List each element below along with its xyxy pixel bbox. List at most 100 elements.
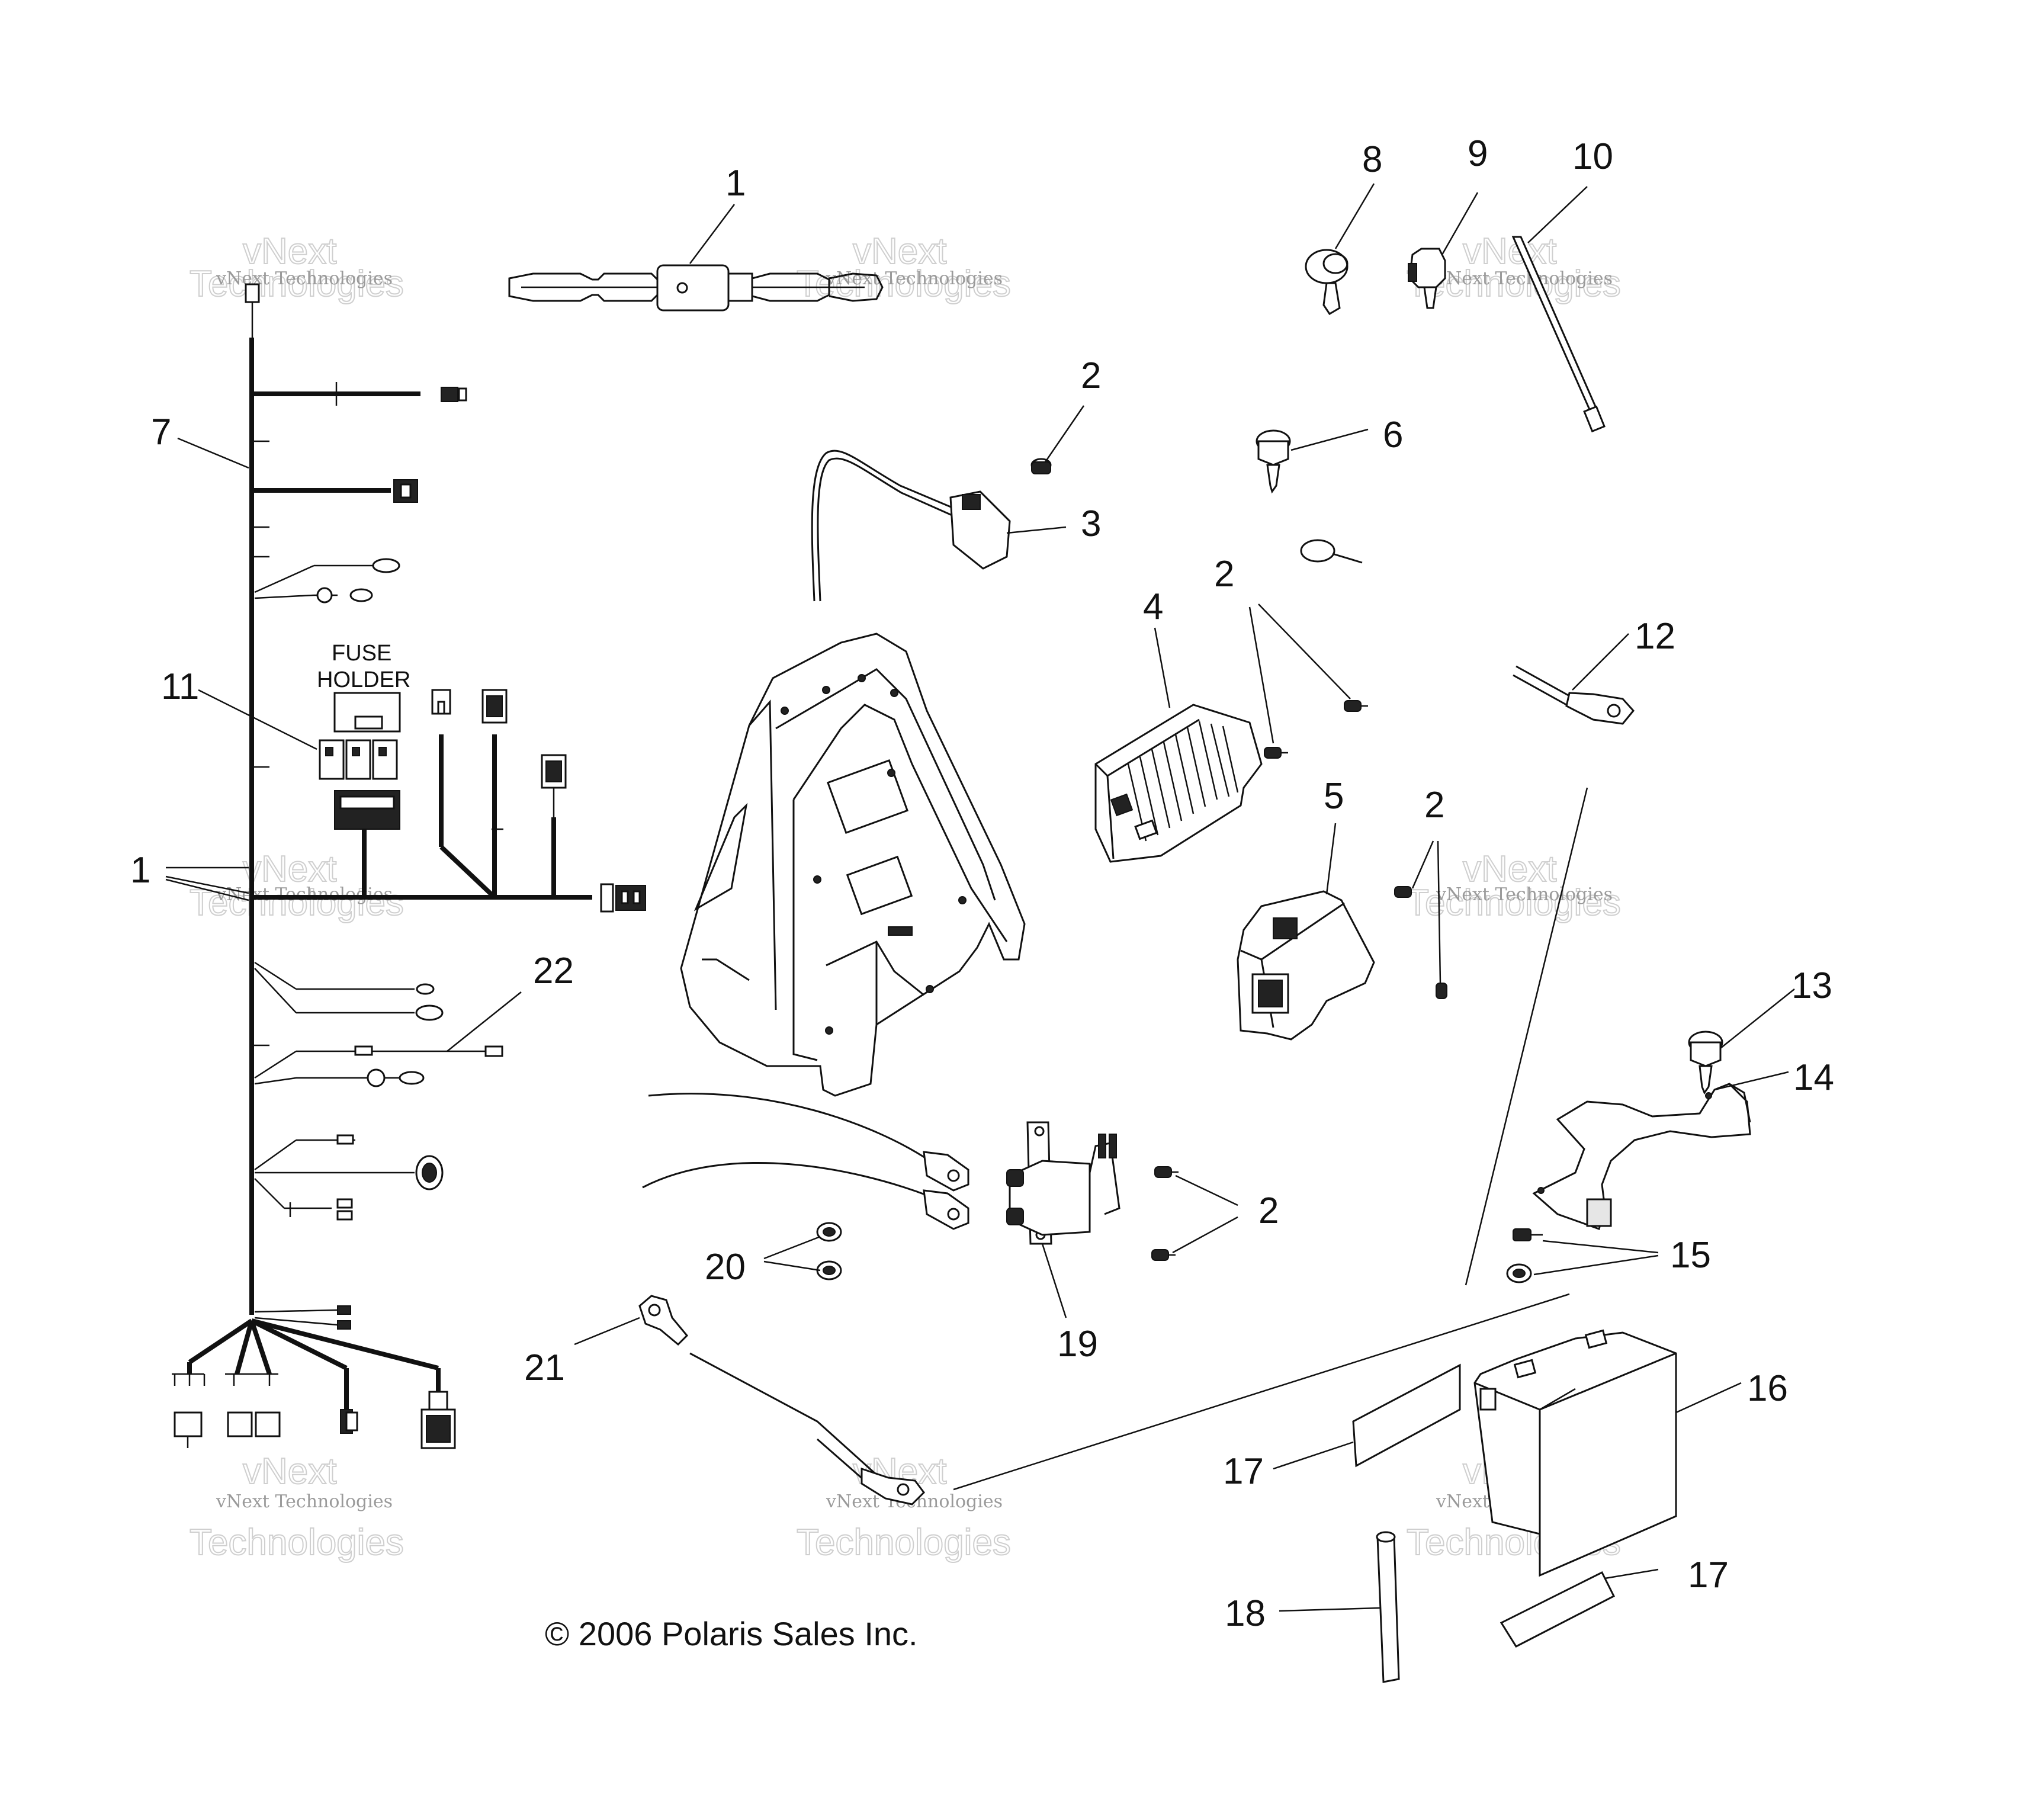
watermark: Technologies vNext Technologies vNext xyxy=(796,230,1012,305)
callout-2-a: 2 xyxy=(1081,355,1101,396)
watermark-text: vNext xyxy=(853,231,946,272)
watermark-text: vNext xyxy=(243,849,336,890)
warning-label-part xyxy=(1500,1571,1616,1648)
leader-line xyxy=(1441,192,1479,255)
solenoid-cables xyxy=(642,1093,969,1230)
watermark-text: vNext Technologies xyxy=(826,268,1003,289)
vent-tube-part xyxy=(1376,1531,1400,1683)
bolt-nut-part xyxy=(1506,1228,1543,1283)
voltage-regulator-part xyxy=(1094,704,1263,863)
leader-line xyxy=(1542,1240,1659,1254)
leader-line xyxy=(165,878,249,901)
leader-line xyxy=(1714,1071,1789,1091)
cdi-box-part xyxy=(1237,890,1375,1041)
warning-label-part xyxy=(1352,1363,1461,1468)
leader-line xyxy=(1279,1607,1380,1612)
battery-cable-part xyxy=(1465,665,1635,1286)
grommet-part xyxy=(1305,249,1349,316)
screw-part xyxy=(1154,1166,1179,1178)
callout-21: 21 xyxy=(524,1347,565,1388)
callout-19: 19 xyxy=(1057,1324,1098,1365)
callout-8: 8 xyxy=(1362,139,1382,180)
watermark-text: Technologies xyxy=(797,1522,1011,1563)
inline-fuse-part xyxy=(508,264,884,312)
watermark: Technologies vNext Technologies vNext xyxy=(189,848,404,924)
leader-line xyxy=(1572,633,1629,691)
wire-harness-part xyxy=(172,283,646,1449)
callout-10: 10 xyxy=(1572,136,1613,177)
leader-line xyxy=(1604,1568,1659,1580)
leader-line xyxy=(1248,606,1274,744)
leader-line xyxy=(1006,526,1067,534)
callout-11: 11 xyxy=(161,666,199,707)
watermark-text: Technologies xyxy=(190,264,404,304)
watermark-text: vNext Technologies xyxy=(1436,884,1613,905)
leader-line xyxy=(763,1235,821,1260)
ring-terminal-part xyxy=(1300,539,1363,564)
watermark: Technologies vNext Technologies vNext xyxy=(189,230,404,305)
leader-line xyxy=(447,991,522,1052)
callout-22: 22 xyxy=(533,951,574,991)
watermark: Technologies vNext Technologies vNext xyxy=(1406,848,1622,924)
bolt-part xyxy=(1256,429,1291,494)
leader-line xyxy=(1273,1441,1354,1470)
clip-part xyxy=(1408,248,1446,309)
leader-line xyxy=(1533,1254,1659,1276)
callout-4: 4 xyxy=(1143,586,1163,627)
screw-part xyxy=(1151,1249,1176,1261)
callout-13: 13 xyxy=(1791,965,1832,1006)
watermark-text: vNext xyxy=(243,1451,336,1492)
sensor-part xyxy=(811,450,1011,602)
callout-6: 6 xyxy=(1383,415,1403,455)
watermark: Technologies vNext Technologies vNext xyxy=(796,1450,1012,1564)
screw-part xyxy=(1030,458,1052,474)
watermark-text: Technologies xyxy=(1407,882,1621,923)
callout-9: 9 xyxy=(1468,133,1488,174)
callout-3: 3 xyxy=(1081,503,1101,544)
callout-1-top: 1 xyxy=(725,163,746,204)
leader-line xyxy=(1175,1174,1238,1206)
leader-line xyxy=(1675,1382,1742,1414)
callout-12: 12 xyxy=(1635,616,1675,657)
watermark-text: Technologies xyxy=(797,264,1011,304)
callout-2-b: 2 xyxy=(1214,554,1234,595)
leader-line xyxy=(1041,1243,1067,1318)
leader-line xyxy=(1290,428,1369,451)
leader-line xyxy=(1258,604,1351,699)
connector-group xyxy=(172,1373,456,1449)
callout-5: 5 xyxy=(1324,776,1344,817)
bolt-part xyxy=(1688,1031,1723,1095)
callout-15: 15 xyxy=(1670,1235,1711,1276)
leader-line xyxy=(177,437,249,469)
leader-line xyxy=(165,875,249,894)
callout-7: 7 xyxy=(151,412,171,452)
leader-line xyxy=(763,1260,821,1272)
battery-part xyxy=(1473,1329,1677,1577)
screw-part xyxy=(1394,886,1412,898)
screw-part xyxy=(1436,983,1447,999)
watermark-text: Technologies xyxy=(190,1522,404,1563)
copyright-notice: © 2006 Polaris Sales Inc. xyxy=(545,1615,918,1652)
callout-16: 16 xyxy=(1747,1368,1788,1409)
ground-cable-part xyxy=(638,1293,1570,1506)
nut-part xyxy=(816,1222,842,1280)
leader-line xyxy=(1154,627,1171,708)
screw-part xyxy=(1264,747,1288,759)
callout-2-c: 2 xyxy=(1424,785,1444,826)
callout-1-left: 1 xyxy=(130,850,150,891)
starter-solenoid-part xyxy=(1006,1121,1120,1245)
leader-line xyxy=(1720,988,1795,1049)
watermark-text: vNext Technologies xyxy=(216,1491,393,1512)
callout-17-b: 17 xyxy=(1688,1555,1729,1596)
callout-20: 20 xyxy=(705,1247,746,1288)
screw-part xyxy=(1344,700,1368,712)
leader-line xyxy=(1334,183,1375,249)
fuse-holder-label-line2: HOLDER xyxy=(317,667,410,692)
callout-18: 18 xyxy=(1225,1593,1266,1634)
watermark-text: vNext Technologies xyxy=(1436,268,1613,289)
fuse-holder-part: FUSE HOLDER xyxy=(317,641,410,832)
cable-tie-part xyxy=(1511,236,1606,433)
battery-box-bracket xyxy=(680,633,1026,1097)
